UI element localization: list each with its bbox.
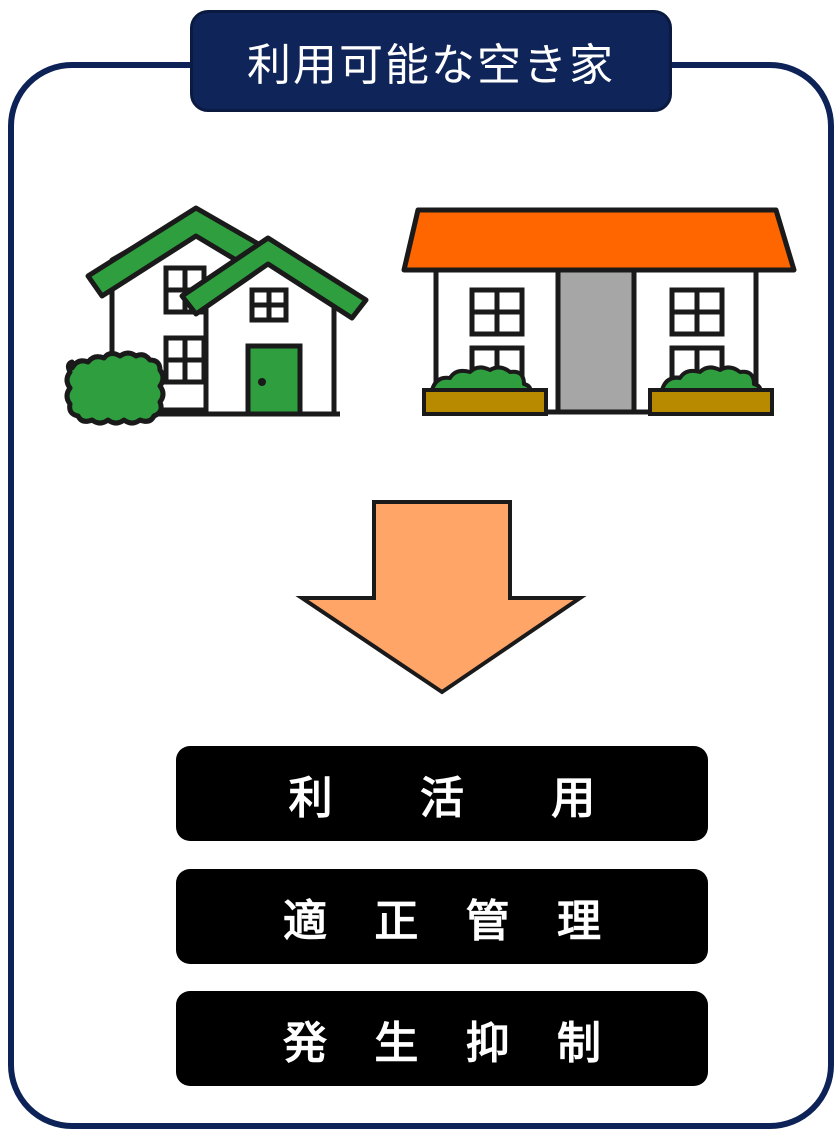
action-utilization: 利 活 用 [176,746,708,841]
action-proper-management: 適 正 管 理 [176,869,708,964]
action-prevention: 発 生 抑 制 [176,991,708,1086]
title-label: 利用可能な空き家 [247,40,615,91]
action-utilization-label: 利 活 用 [288,772,632,824]
action-proper-management-label: 適 正 管 理 [283,895,617,947]
title-tab: 利用可能な空き家 [190,10,672,112]
action-prevention-label: 発 生 抑 制 [283,1017,617,1069]
